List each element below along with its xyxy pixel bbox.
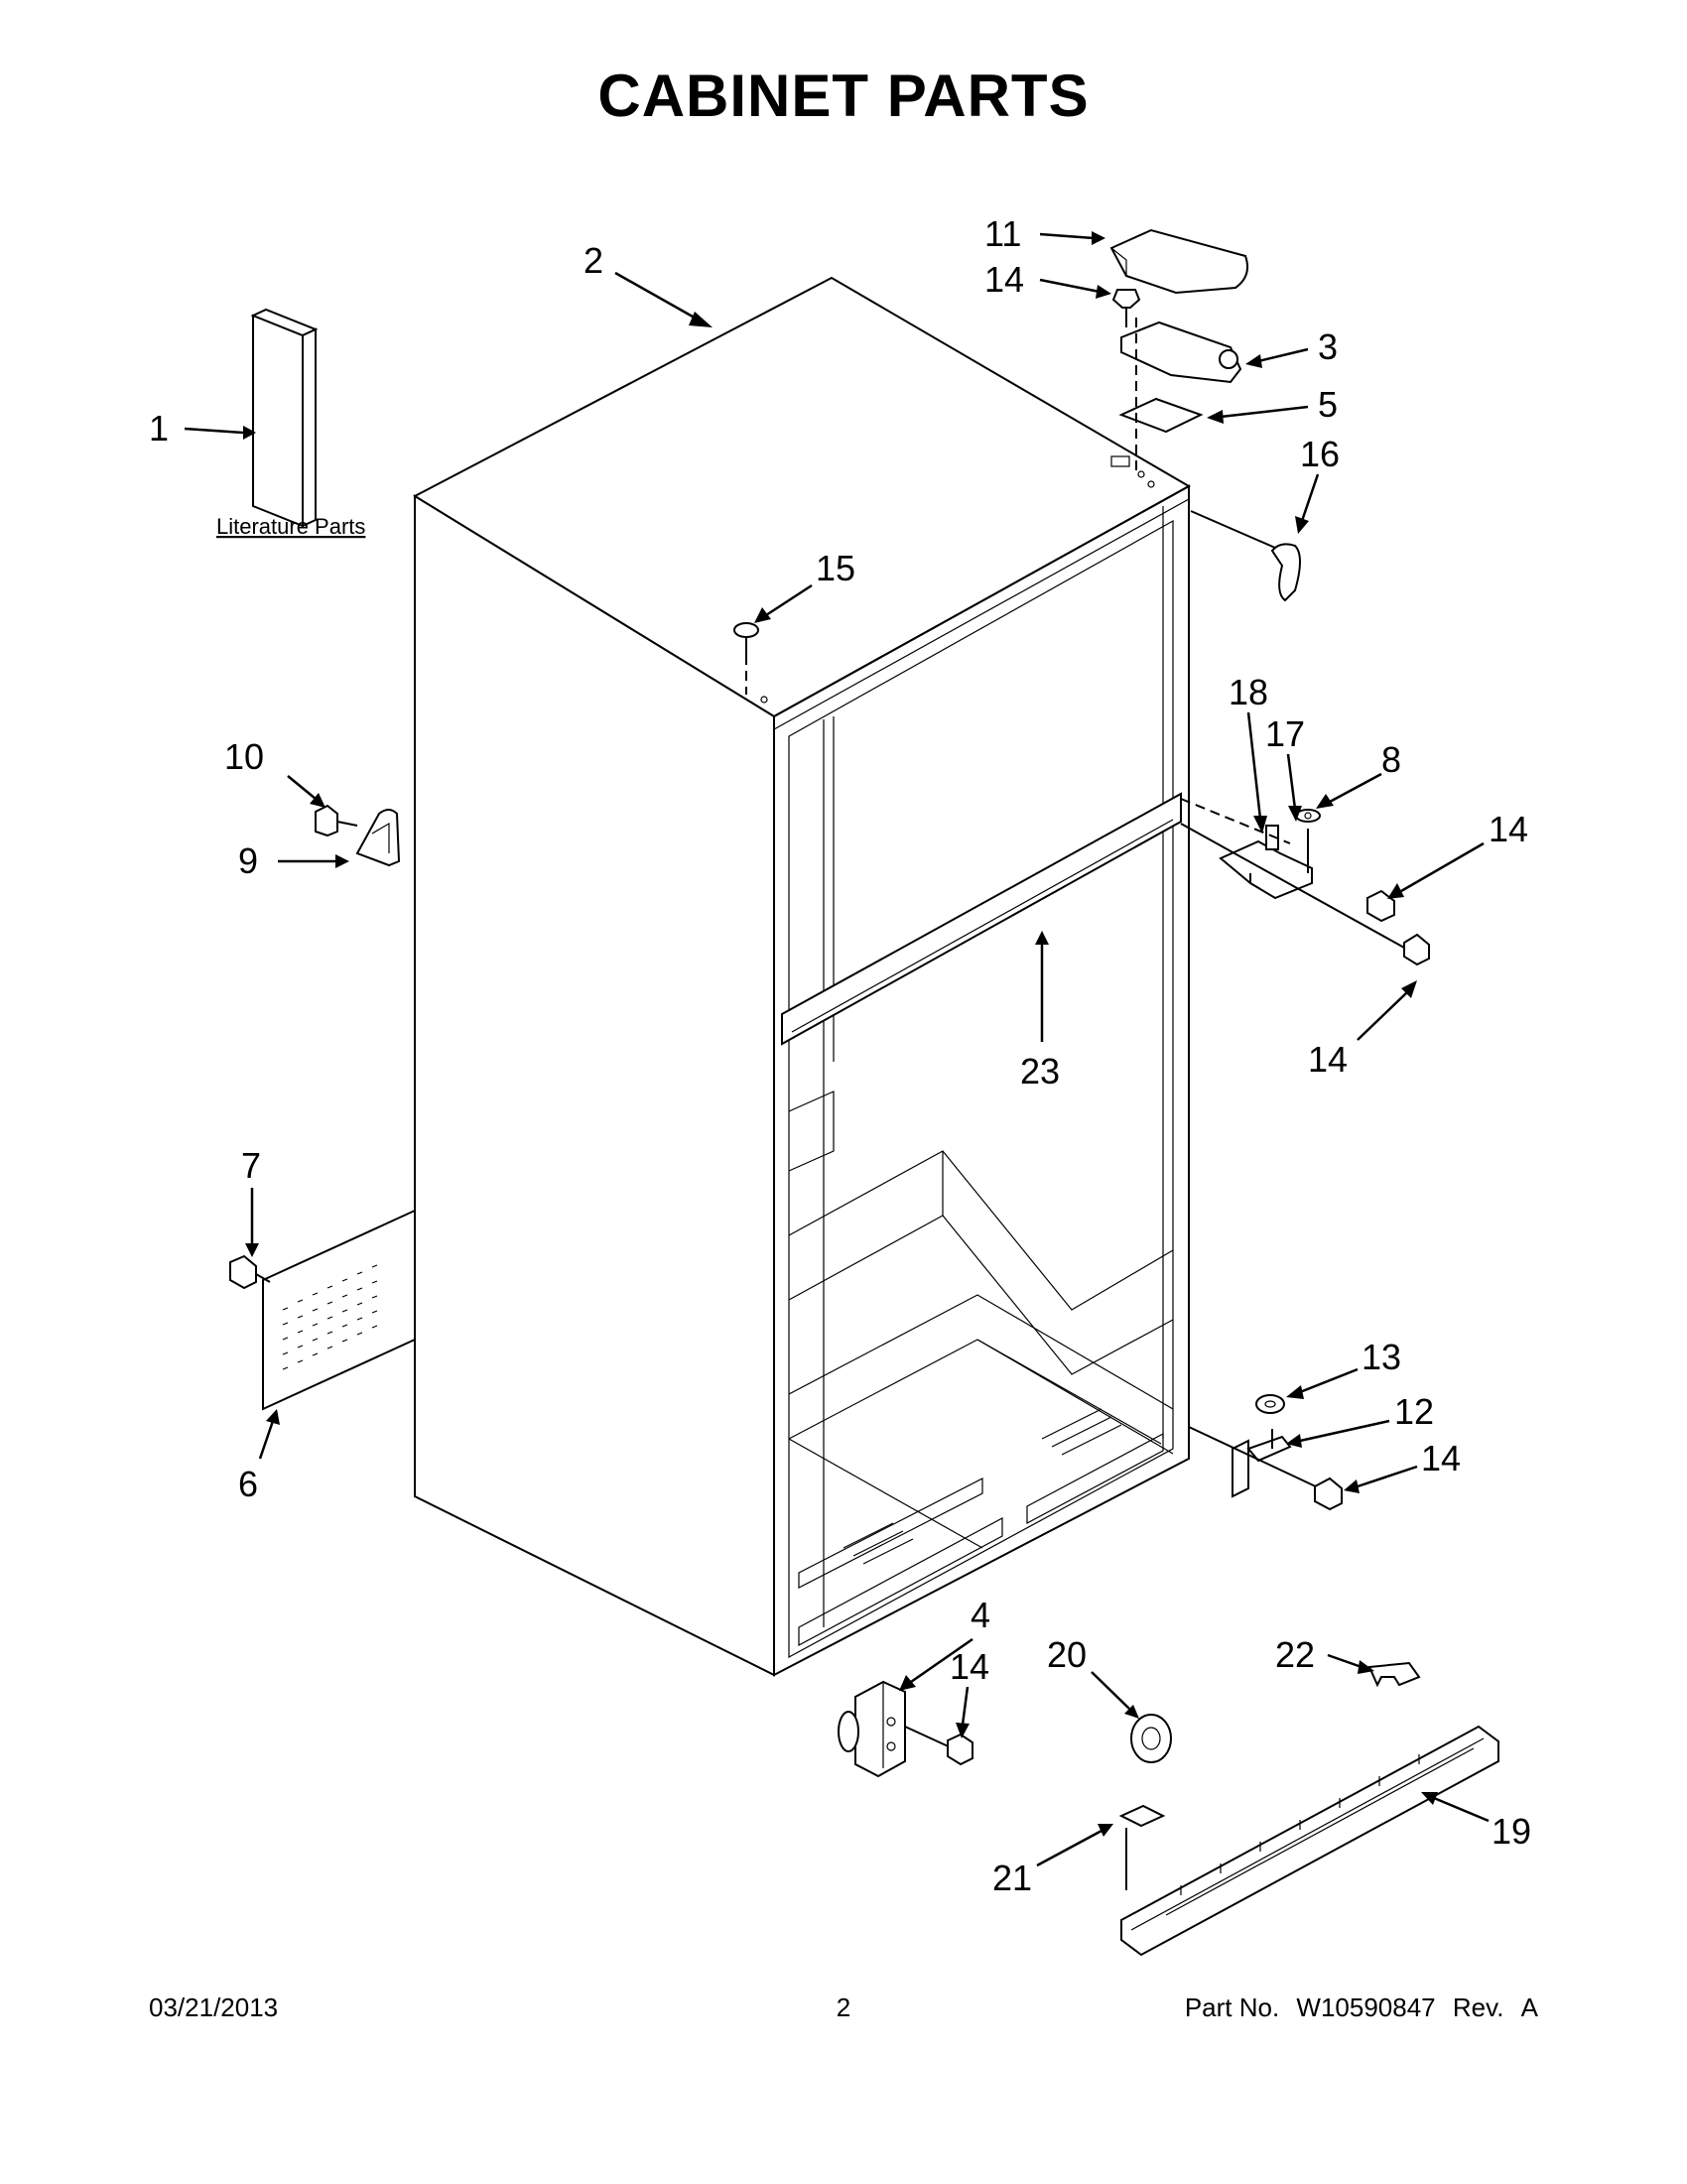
roller-assembly — [838, 1680, 906, 1778]
plug-button — [733, 622, 759, 655]
callout-14-center-lower: 14 — [1308, 1039, 1348, 1080]
top-hinge — [1120, 321, 1242, 384]
callout-3: 3 — [1318, 326, 1338, 367]
callout-14-center-upper: 14 — [1489, 809, 1528, 849]
rear-cover-screw — [229, 1254, 271, 1290]
footer-page-number: 2 — [836, 1992, 851, 2022]
leveling-foot — [1130, 1714, 1172, 1763]
page-title: CABINET PARTS — [597, 63, 1090, 129]
callout-8: 8 — [1381, 739, 1401, 780]
door-stop-screw — [315, 804, 358, 837]
callout-12: 12 — [1394, 1391, 1434, 1432]
literature-booklet — [250, 308, 319, 528]
center-hinge-screw-lower — [1403, 933, 1430, 966]
callout-7: 7 — [241, 1145, 261, 1186]
callout-14-roller: 14 — [950, 1646, 989, 1687]
hinge-shim — [1118, 397, 1204, 434]
rev-label: Rev. — [1452, 1992, 1504, 2022]
callout-13: 13 — [1362, 1337, 1401, 1377]
bottom-hinge — [1232, 1429, 1292, 1498]
rear-access-cover — [262, 1209, 416, 1411]
leader-arrows — [184, 231, 1490, 1867]
hinge-cover — [1109, 228, 1248, 295]
roller-screw — [947, 1733, 973, 1766]
callout-5: 5 — [1318, 384, 1338, 425]
callout-23: 23 — [1020, 1051, 1060, 1092]
callout-22: 22 — [1275, 1634, 1315, 1675]
part-no-label: Part No. — [1184, 1992, 1280, 2022]
footer-date: 03/21/2013 — [149, 1992, 279, 2022]
footer-part-number: Part No. W10590847 Rev. A — [1175, 1992, 1538, 2023]
callout-4: 4 — [971, 1595, 990, 1635]
bottom-hinge-screw — [1314, 1477, 1343, 1511]
base-grille — [1120, 1725, 1499, 1957]
callout-16: 16 — [1300, 434, 1340, 474]
callout-18: 18 — [1229, 672, 1268, 712]
callout-17: 17 — [1265, 713, 1305, 754]
center-hinge-screw-upper — [1366, 889, 1395, 923]
callout-numbers: 1 2 3 4 5 6 7 8 9 10 11 12 13 14 14 14 1… — [149, 213, 1531, 1898]
refrigerator-cabinet — [412, 276, 1192, 1677]
grille-clip — [1367, 1661, 1421, 1688]
hinge-cap — [1270, 543, 1301, 602]
callout-15: 15 — [816, 548, 855, 588]
rev-value: A — [1520, 1992, 1538, 2022]
grille-bracket — [1118, 1804, 1166, 1890]
callout-9: 9 — [238, 840, 258, 881]
callout-11: 11 — [984, 213, 1021, 254]
callout-6: 6 — [238, 1464, 258, 1504]
literature-parts-label: Literature Parts — [216, 514, 365, 539]
callout-19: 19 — [1492, 1811, 1531, 1852]
callout-14-top-hinge: 14 — [984, 259, 1024, 300]
callout-2: 2 — [584, 240, 603, 281]
door-stop — [355, 809, 401, 867]
bottom-hinge-washer — [1255, 1394, 1285, 1414]
hinge-screw-top — [1111, 289, 1141, 327]
callout-10: 10 — [224, 736, 264, 777]
callout-1: 1 — [149, 408, 169, 449]
callout-14-bottom-hinge: 14 — [1421, 1438, 1461, 1478]
part-no-value: W10590847 — [1296, 1992, 1436, 2022]
callout-21: 21 — [992, 1858, 1032, 1898]
callout-20: 20 — [1047, 1634, 1087, 1675]
